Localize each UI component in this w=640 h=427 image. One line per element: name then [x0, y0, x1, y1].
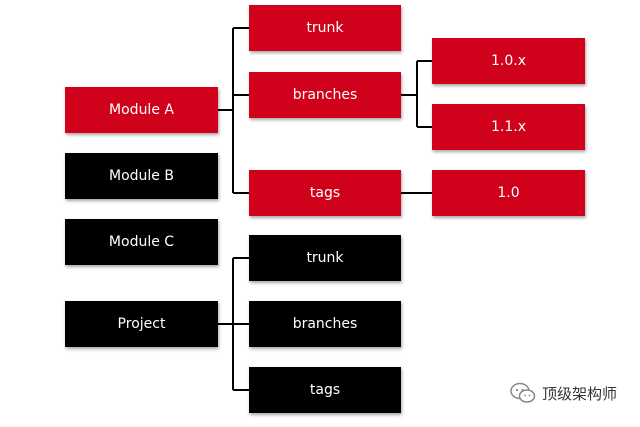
project-branches-box: branches [249, 301, 401, 347]
wechat-icon [510, 382, 536, 404]
tag-1-0-box: 1.0 [432, 170, 585, 216]
module-a-box: Module A [65, 87, 218, 133]
project-trunk-box: trunk [249, 235, 401, 281]
branch-1-0-x-box: 1.0.x [432, 38, 585, 84]
project-tags-box: tags [249, 367, 401, 413]
module-a-tags-box: tags [249, 170, 401, 216]
module-a-branches-box: branches [249, 72, 401, 118]
module-c-box: Module C [65, 219, 218, 265]
module-b-box: Module B [65, 153, 218, 199]
module-a-trunk-box: trunk [249, 5, 401, 51]
branch-1-1-x-box: 1.1.x [432, 104, 585, 150]
watermark: 顶级架构师 [510, 382, 617, 404]
watermark-text: 顶级架构师 [542, 384, 618, 403]
project-box: Project [65, 301, 218, 347]
